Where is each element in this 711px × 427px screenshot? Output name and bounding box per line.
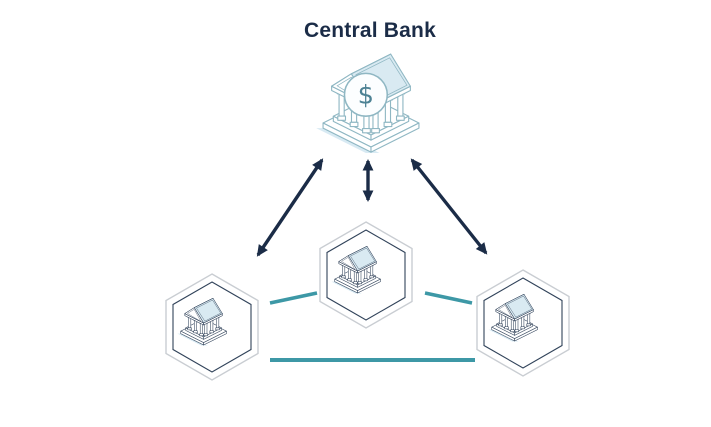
hexagon-outer-frame <box>165 273 259 381</box>
dollar-sign-icon: $ <box>358 80 374 110</box>
member-bank-center-node <box>319 221 413 329</box>
dollar-circle <box>343 72 389 117</box>
member-bank-right-node <box>476 269 570 377</box>
arrow-central-to-left <box>256 158 324 257</box>
link-center-to-right <box>424 291 473 305</box>
dollar-badge: $ <box>343 72 389 117</box>
hexagon-inner-frame <box>326 229 406 321</box>
hexagon-inner-frame <box>483 277 563 369</box>
arrow-central-to-right <box>410 158 488 255</box>
diagram-title: Central Bank <box>304 19 436 42</box>
member-bank-left-node <box>165 273 259 381</box>
bank-building-icon <box>177 298 226 345</box>
central-bank-node: $ <box>311 46 431 159</box>
bank-building-icon <box>331 246 380 293</box>
hexagon-inner-frame <box>172 281 252 373</box>
bank-building-icon <box>488 294 537 341</box>
hexagon-outer-frame <box>476 269 570 377</box>
hexagon-outer-frame <box>319 221 413 329</box>
link-left-to-center <box>269 291 318 305</box>
